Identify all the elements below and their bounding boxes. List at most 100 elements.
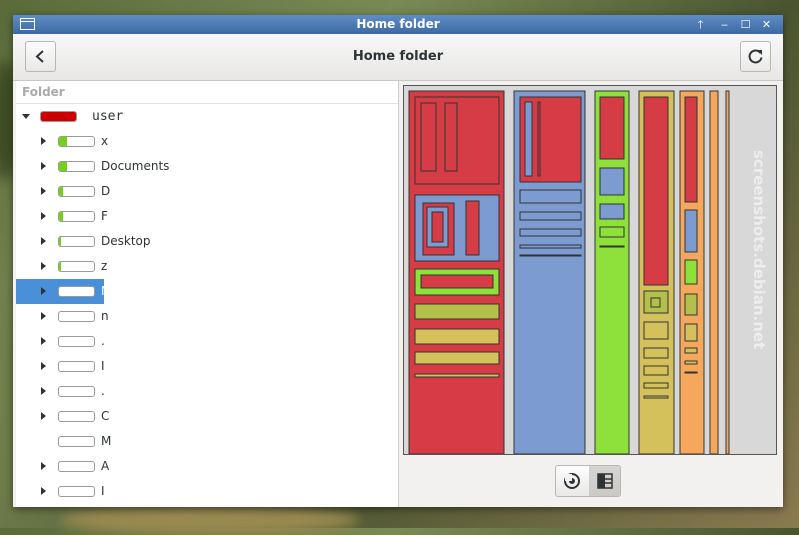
- usage-bar: [58, 136, 95, 147]
- tree-row[interactable]: C: [16, 404, 398, 429]
- treemap-cell[interactable]: [599, 167, 625, 196]
- tree-row-root[interactable]: user: [16, 104, 398, 129]
- treemap-cell[interactable]: [519, 189, 582, 204]
- expander-closed-icon[interactable]: [41, 262, 46, 270]
- usage-bar: [58, 261, 95, 272]
- expander-closed-icon[interactable]: [41, 137, 46, 145]
- tree-row[interactable]: M: [16, 429, 398, 454]
- treemap-cell[interactable]: [420, 102, 437, 172]
- shade-button[interactable]: 🡑: [697, 18, 704, 31]
- expander-closed-icon[interactable]: [41, 212, 46, 220]
- treemap-cell[interactable]: [431, 211, 444, 243]
- treemap-cell[interactable]: [684, 347, 698, 354]
- treemap-folder[interactable]: [725, 90, 730, 454]
- treemap-cell[interactable]: [684, 293, 698, 316]
- treemap-cell[interactable]: [599, 96, 625, 160]
- treemap-cell[interactable]: [524, 101, 533, 177]
- tree-row[interactable]: A: [16, 454, 398, 479]
- expander-closed-icon[interactable]: [41, 287, 46, 295]
- tree-row[interactable]: n: [16, 304, 398, 329]
- treemap-cell[interactable]: [537, 101, 541, 177]
- window-title: Home folder: [356, 17, 440, 31]
- treemap-cell[interactable]: [643, 382, 669, 389]
- refresh-button[interactable]: [740, 41, 771, 72]
- treemap-cell[interactable]: [420, 274, 494, 289]
- pane-divider[interactable]: [398, 81, 399, 507]
- expander-closed-icon[interactable]: [41, 187, 46, 195]
- refresh-icon: [748, 49, 763, 64]
- tree-row[interactable]: Desktop: [16, 229, 398, 254]
- treemap-cell[interactable]: [684, 209, 698, 253]
- tree-row[interactable]: I: [16, 479, 398, 504]
- treemap-chart-icon: [597, 473, 613, 489]
- tree-row[interactable]: x: [16, 129, 398, 154]
- expander-closed-icon[interactable]: [41, 487, 46, 495]
- expander-closed-icon[interactable]: [41, 237, 46, 245]
- tree-row[interactable]: I: [16, 354, 398, 379]
- folder-name: I: [101, 484, 105, 498]
- treemap-folder[interactable]: [709, 90, 719, 454]
- close-button[interactable]: ✕: [761, 18, 772, 31]
- tree-row[interactable]: Documents: [16, 154, 398, 179]
- tree-row[interactable]: F: [16, 204, 398, 229]
- rings-chart-button[interactable]: [556, 466, 588, 496]
- treemap-cell[interactable]: [599, 226, 625, 238]
- expander-open-icon[interactable]: [22, 114, 30, 119]
- treemap-cell[interactable]: [414, 351, 500, 365]
- treemap-cell[interactable]: [414, 303, 500, 320]
- headerbar: Home folder: [13, 34, 783, 81]
- treemap-cell[interactable]: [643, 347, 669, 359]
- column-header-folder[interactable]: Folder: [16, 81, 398, 104]
- treemap-canvas[interactable]: [404, 86, 776, 454]
- treemap-chart[interactable]: [403, 85, 777, 455]
- usage-bar: [58, 211, 95, 222]
- window-menu-button[interactable]: [20, 18, 35, 30]
- tree-row[interactable]: .: [16, 329, 398, 354]
- minimize-button[interactable]: ‒: [721, 18, 728, 31]
- treemap-cell[interactable]: [684, 323, 698, 342]
- treemap-cell[interactable]: [444, 102, 458, 172]
- treemap-chart-button[interactable]: [589, 466, 620, 496]
- expander-closed-icon[interactable]: [41, 362, 46, 370]
- tree-row[interactable]: z: [16, 254, 398, 279]
- maximize-button[interactable]: ☐: [740, 18, 751, 31]
- chart-mode-switch[interactable]: [555, 465, 621, 497]
- treemap-cell[interactable]: [684, 371, 698, 374]
- tree-row[interactable]: N: [16, 279, 110, 304]
- wallpaper: [60, 505, 360, 535]
- treemap-cell[interactable]: [684, 360, 698, 365]
- treemap-cell[interactable]: [643, 395, 669, 399]
- expander-closed-icon[interactable]: [41, 462, 46, 470]
- treemap-cell[interactable]: [599, 203, 625, 220]
- treemap-cell[interactable]: [643, 321, 669, 340]
- treemap-cell[interactable]: [519, 244, 582, 249]
- folder-name: C: [101, 409, 110, 423]
- chart-pane: [399, 81, 783, 507]
- expander-closed-icon[interactable]: [41, 387, 46, 395]
- tree-row[interactable]: .: [16, 379, 398, 404]
- usage-bar: [58, 161, 95, 172]
- expander-closed-icon[interactable]: [41, 312, 46, 320]
- treemap-cell[interactable]: [414, 373, 500, 378]
- expander-closed-icon[interactable]: [41, 412, 46, 420]
- folder-name: Documents: [101, 159, 170, 173]
- treemap-cell[interactable]: [414, 328, 500, 345]
- treemap-cell[interactable]: [519, 228, 582, 237]
- treemap-cell[interactable]: [650, 297, 661, 308]
- treemap-cell[interactable]: [684, 259, 698, 285]
- treemap-cell[interactable]: [519, 211, 582, 221]
- tree-row[interactable]: D: [16, 179, 398, 204]
- expander-closed-icon[interactable]: [41, 162, 46, 170]
- treemap-cell[interactable]: [643, 365, 669, 376]
- usage-bar: [58, 411, 95, 422]
- treemap-cell[interactable]: [465, 200, 480, 256]
- treemap-cell[interactable]: [599, 245, 625, 248]
- watermark: screenshots.debian.net: [750, 150, 768, 350]
- treemap-cell[interactable]: [519, 254, 582, 257]
- back-button[interactable]: [25, 41, 56, 72]
- treemap-cell[interactable]: [684, 96, 698, 203]
- treemap-cell[interactable]: [643, 96, 669, 286]
- app-window: Home folder 🡑 ‒ ☐ ✕ Home folder Folder u…: [13, 15, 783, 507]
- expander-closed-icon[interactable]: [41, 337, 46, 345]
